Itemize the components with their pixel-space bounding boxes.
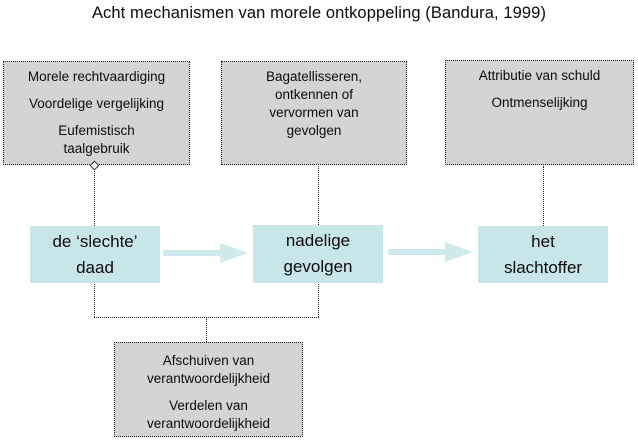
connector-bottom-left-drop (94, 284, 95, 317)
flow-arrow-icon (163, 243, 248, 263)
process-box-bad-deed: de ‘slechte’daad (30, 226, 160, 283)
mechanism-box-top-left: Morele rechtvaardiging Voordelige vergel… (3, 61, 190, 165)
connector-top-center (318, 166, 319, 225)
mechanism-item: Voordelige vergelijking (28, 96, 165, 111)
connector-bottom-box-drop (206, 317, 207, 342)
diagram-title: Acht mechanismen van morele ontkoppeling… (91, 4, 547, 22)
mechanism-item: Morele rechtvaardiging (27, 69, 166, 84)
mechanism-item: Attributie van schuld (478, 68, 601, 83)
mechanism-box-top-right: Attributie van schuld Ontmenselijking (445, 60, 634, 165)
connector-bottom-center-drop (318, 284, 319, 317)
connector-top-right (543, 166, 544, 226)
flow-arrow-icon (388, 242, 473, 262)
mechanism-item: Ontmenselijking (491, 95, 588, 110)
connector-top-left (94, 167, 95, 226)
process-box-label: de ‘slechte’daad (52, 231, 138, 277)
